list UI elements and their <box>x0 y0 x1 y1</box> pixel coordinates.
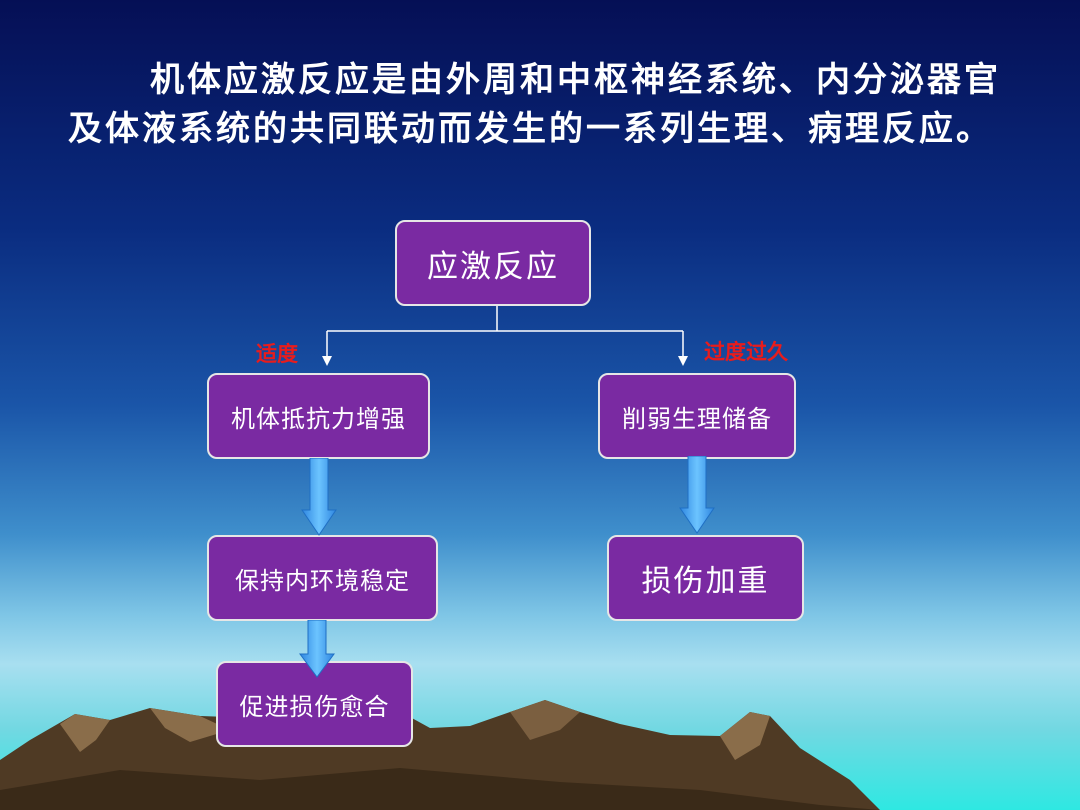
node-resistance-enhanced: 机体抵抗力增强 <box>207 373 430 459</box>
branch-label-moderate: 适度 <box>256 338 298 368</box>
node-stress-response: 应激反应 <box>395 220 591 306</box>
node-homeostasis: 保持内环境稳定 <box>207 535 438 621</box>
down-arrow-icon <box>299 620 335 678</box>
down-arrow-icon <box>301 458 337 536</box>
branch-label-excessive: 过度过久 <box>704 336 788 366</box>
node-injury-aggravated: 损伤加重 <box>607 535 804 621</box>
node-weaken-reserve: 削弱生理储备 <box>598 373 796 459</box>
down-arrow-icon <box>679 456 715 534</box>
